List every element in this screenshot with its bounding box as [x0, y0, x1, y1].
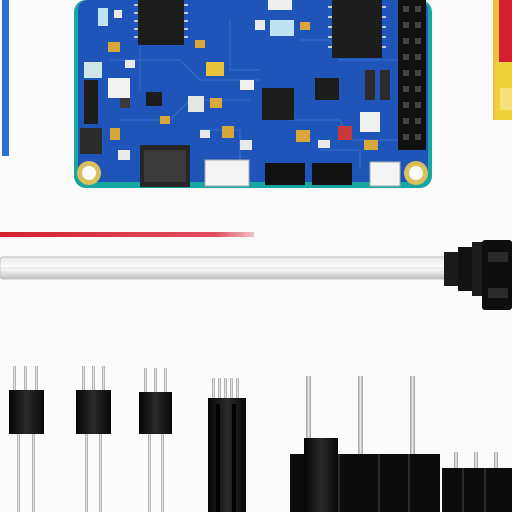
power-jack — [444, 240, 512, 310]
pin-header-3pin-3 — [139, 368, 172, 512]
white-block — [108, 78, 130, 98]
right-pin-header — [398, 0, 426, 150]
mounting-holes — [77, 161, 428, 185]
chip-top-right — [332, 0, 382, 58]
smd-components — [98, 0, 390, 160]
crystal — [84, 62, 102, 78]
pin-header-large — [290, 376, 440, 512]
chip-center — [262, 88, 294, 120]
pin-header-edge — [442, 452, 512, 512]
pin-header-3pin-1 — [9, 366, 44, 512]
bottom-header-1 — [265, 163, 305, 185]
pin-header-3pin-2 — [76, 366, 111, 512]
chip-top-left — [138, 0, 184, 45]
red-yellow-wire — [493, 0, 512, 120]
chip-center-right — [315, 78, 339, 100]
button — [80, 128, 102, 154]
chip-pins — [134, 4, 386, 48]
bottom-header-2 — [312, 163, 352, 185]
microcontroller-board — [74, 0, 432, 188]
left-connector — [84, 80, 98, 124]
red-jumper-wire — [0, 232, 254, 237]
white-socket — [369, 161, 401, 187]
white-connector — [204, 159, 250, 187]
chip-small-left — [146, 92, 162, 106]
blue-wire — [2, 0, 9, 156]
power-cable — [0, 256, 453, 280]
pin-header-tall — [208, 378, 246, 512]
